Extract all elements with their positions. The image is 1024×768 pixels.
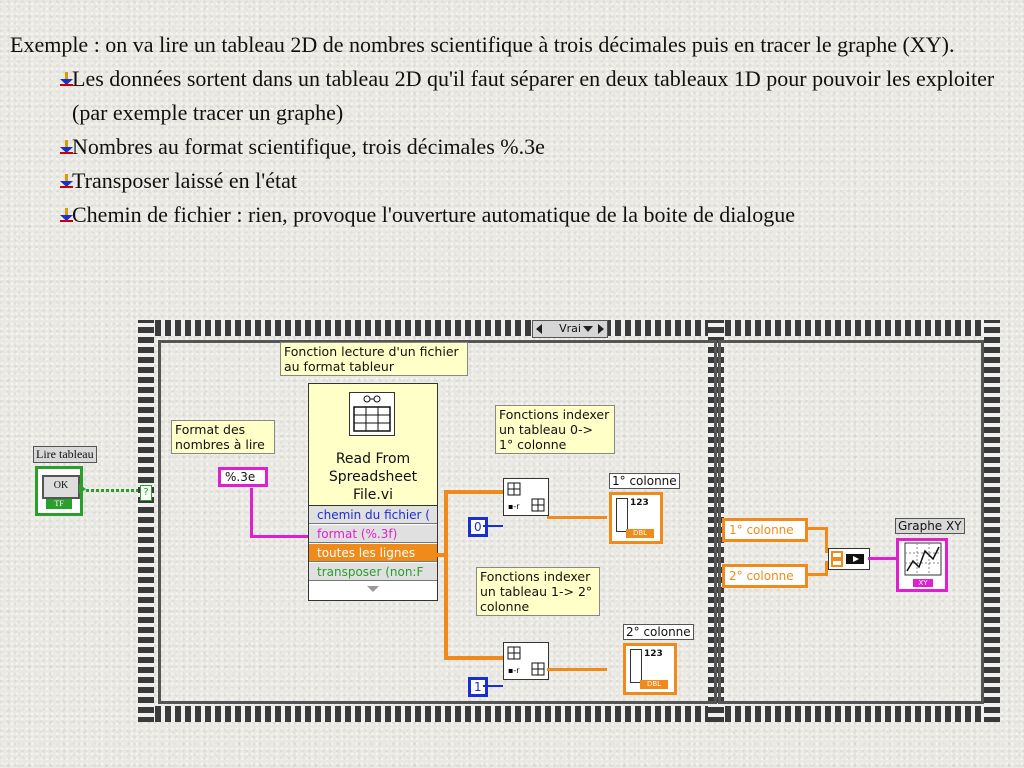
- vi-terminal-label: toutes les lignes: [317, 546, 416, 560]
- col2-local-variable[interactable]: 2° colonne: [722, 564, 808, 588]
- vi-header: Read From Spreadsheet File.vi: [309, 384, 437, 506]
- array-wire-top: [444, 490, 504, 494]
- col1-type: DBL: [626, 529, 654, 538]
- bullet-item: Transposer laissé en l'état: [10, 164, 1000, 198]
- selector-right-arrow-icon[interactable]: [598, 324, 604, 334]
- format-constant[interactable]: %.3e: [218, 467, 268, 487]
- bullet-item: Chemin de fichier : rien, provoque l'ouv…: [10, 198, 1000, 232]
- vi-terminal-all-rows[interactable]: toutes les lignes: [309, 544, 437, 562]
- case-selector[interactable]: Vrai: [532, 320, 608, 338]
- col1-array-box: [616, 498, 628, 532]
- col1-wire: [547, 516, 607, 519]
- bool-type-badge: TF: [46, 499, 72, 509]
- bullet-item: Nombres au format scientifique, trois dé…: [10, 130, 1000, 164]
- vi-terminal-label: format (%.3f): [317, 527, 398, 541]
- vi-terminal-label: transposer (non:F: [317, 565, 424, 579]
- spreadsheet-icon: [349, 392, 395, 436]
- col2-indicator[interactable]: 123 DBL: [623, 643, 677, 695]
- read-spreadsheet-vi[interactable]: Read From Spreadsheet File.vi chemin du …: [308, 383, 438, 601]
- bundle-to-graph-wire: [868, 557, 898, 560]
- case-selector-value: Vrai: [559, 322, 581, 335]
- array-wire-out: [436, 553, 444, 557]
- note-index-2: Fonctions indexer un tableau 1-> 2° colo…: [476, 567, 600, 616]
- col2-wire: [547, 668, 607, 671]
- bullet-text: Les données sortent dans un tableau 2D q…: [72, 66, 995, 125]
- note-format: Format des nombres à lire: [171, 420, 275, 454]
- xy-graph-icon: [904, 542, 942, 576]
- svg-text:▪-r: ▪-r: [508, 666, 520, 675]
- col1-digits: 123: [630, 498, 649, 508]
- vi-terminal-path[interactable]: chemin du fichier (: [309, 506, 437, 524]
- arrow-bullet-icon: [60, 140, 74, 154]
- vi-terminal-transpose[interactable]: transposer (non:F: [309, 563, 437, 581]
- frame-bottom-border: [138, 706, 1000, 722]
- col1-local-wire-h: [808, 527, 828, 530]
- bool-wire: [86, 489, 138, 492]
- case-structure-left: [158, 340, 717, 704]
- vi-terminal-format[interactable]: format (%.3f): [309, 525, 437, 543]
- index-wire-1: [483, 685, 503, 687]
- selector-left-arrow-icon[interactable]: [536, 324, 542, 334]
- bullet-text: Nombres au format scientifique, trois dé…: [72, 134, 545, 159]
- frame-right-border: [984, 320, 1000, 722]
- col2-type: DBL: [640, 680, 668, 689]
- index-wire-0: [483, 525, 503, 527]
- col1-local-text: 1° colonne: [729, 523, 794, 537]
- question-mark: ?: [143, 487, 149, 498]
- format-wire-h: [250, 535, 310, 538]
- index-array-node-1[interactable]: ▪-r: [503, 478, 549, 516]
- array-wire-bottom: [444, 656, 504, 660]
- slide-text: Exemple : on va lire un tableau 2D de no…: [10, 28, 1000, 232]
- col2-local-wire-h: [808, 573, 828, 576]
- note-lecture: Fonction lecture d'un fichier au format …: [280, 342, 468, 376]
- col1-indicator[interactable]: 123 DBL: [609, 492, 663, 544]
- case-selector-terminal: ?: [140, 485, 152, 501]
- array-wire-vertical: [444, 490, 448, 660]
- graph-label: Graphe XY: [895, 518, 965, 534]
- vi-expand-icon[interactable]: [367, 586, 379, 592]
- bullet-list: Les données sortent dans un tableau 2D q…: [10, 62, 1000, 232]
- ok-button-icon: OK: [42, 475, 80, 499]
- bool-label: Lire tableau: [33, 446, 97, 463]
- note-index-1: Fonctions indexer un tableau 0-> 1° colo…: [495, 405, 615, 454]
- index-constant-1[interactable]: 1: [468, 677, 488, 697]
- index-constant-0[interactable]: 0: [468, 517, 488, 537]
- intro-text: Exemple : on va lire un tableau 2D de no…: [10, 32, 955, 57]
- arrow-bullet-icon: [60, 208, 74, 222]
- frame-left-border: [138, 320, 154, 722]
- output-arrow-icon: [79, 484, 86, 494]
- col1-local-wire-v: [825, 527, 828, 553]
- ok-button-label: OK: [53, 480, 69, 491]
- arrow-bullet-icon: [60, 174, 74, 188]
- bool-terminal[interactable]: OK TF: [35, 466, 83, 516]
- graph-xy-terminal[interactable]: XY: [896, 538, 948, 592]
- svg-text:▪-r: ▪-r: [508, 502, 520, 511]
- vi-name: Read From Spreadsheet File.vi: [328, 451, 418, 503]
- col2-indicator-label: 2° colonne: [623, 624, 694, 640]
- index-array-node-2[interactable]: ▪-r: [503, 642, 549, 680]
- format-wire-v: [250, 488, 253, 538]
- graph-type-badge: XY: [913, 579, 933, 587]
- bullet-item: Les données sortent dans un tableau 2D q…: [10, 62, 1000, 130]
- bullet-text: Transposer laissé en l'état: [72, 168, 297, 193]
- bullet-text: Chemin de fichier : rien, provoque l'ouv…: [72, 202, 796, 227]
- col2-local-text: 2° colonne: [729, 569, 794, 583]
- col2-array-box: [630, 649, 642, 683]
- col2-local-wire-v: [825, 561, 828, 576]
- col2-digits: 123: [644, 649, 663, 659]
- col1-local-variable[interactable]: 1° colonne: [722, 518, 808, 542]
- vi-terminal-label: chemin du fichier (: [317, 508, 430, 522]
- case-structure-right: [718, 340, 984, 704]
- col1-indicator-label: 1° colonne: [609, 473, 680, 489]
- bundle-node[interactable]: [828, 548, 870, 570]
- block-diagram: Vrai ? Fonction lecture d'un fichier au …: [138, 320, 1000, 722]
- arrow-bullet-icon: [60, 72, 74, 86]
- selector-dropdown-icon[interactable]: [583, 326, 593, 332]
